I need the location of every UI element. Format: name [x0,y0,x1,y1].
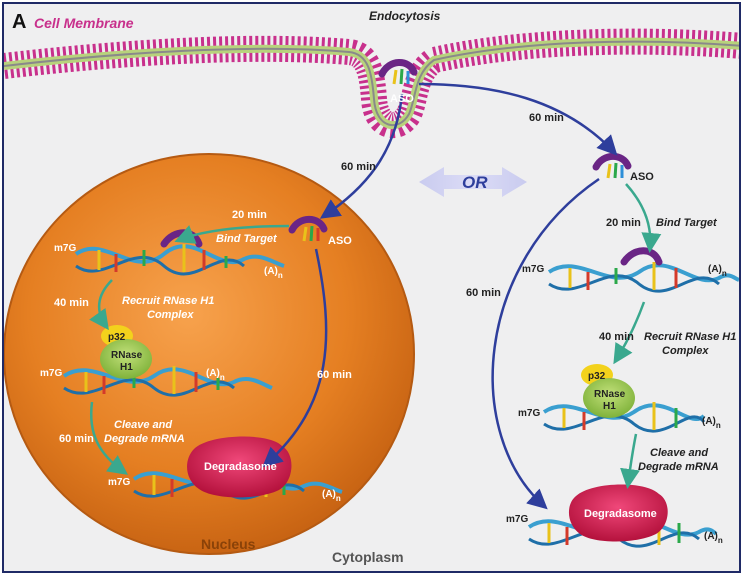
time-label: 40 min [599,331,634,343]
rnase-h1-complex [100,325,152,379]
time-label: 20 min [606,217,641,229]
time-label: 20 min [232,209,267,221]
step-label: Complex [662,345,709,357]
degradasome-label: Degradasome [204,461,277,473]
time-label: 60 min [466,287,501,299]
time-label: 40 min [54,297,89,309]
aso-label: ASO [390,93,414,105]
degradasome [568,484,668,542]
step-label: Recruit RNase H1 [644,331,736,343]
arrow-bind-cyto [625,183,662,253]
arrow-cleave-cyto [620,433,640,489]
arrow-recruit-nucleus [89,279,113,331]
cell-membrane-label: Cell Membrane [34,15,134,31]
poly-a-tail: (A)n (A)n (A)n [206,266,341,503]
blue-arrows [262,82,618,510]
svg-text:(A)n: (A)n [264,266,283,280]
step-label: Bind Target [656,217,718,229]
arrow-bind-nucleus [174,224,290,244]
time-label: 60 min [529,112,564,124]
svg-text:(A)n: (A)n [708,264,727,278]
svg-text:(A)n: (A)n [206,368,225,382]
svg-text:(A)n: (A)n [704,531,723,545]
rnase-label: RNase [594,389,626,400]
degradasome-label: Degradasome [584,508,657,520]
cytoplasm-label: Cytoplasm [332,549,404,565]
nucleus-label: Nucleus [201,536,256,552]
rnase-label: H1 [603,401,616,412]
aso-icon [288,215,328,242]
arrow-recruit-cyto [613,301,646,365]
svg-text:(A)n: (A)n [322,489,341,503]
step-label: Cleave and [114,419,172,431]
mrna-strand [542,402,706,433]
p32-label: p32 [108,332,126,343]
rnase-h1-complex [581,364,635,418]
cap-label: m7G [522,264,544,275]
step-label: Cleave and [650,447,708,459]
p32-label: p32 [588,371,606,382]
step-label: Degrade mRNA [104,433,185,445]
cap-label: m7G [506,514,528,525]
step-label: Degrade mRNA [638,461,719,473]
panel-letter: A [12,11,26,33]
aso-label: ASO [328,235,352,247]
time-label: 60 min [59,433,94,445]
cap-label: m7G [40,368,62,379]
svg-text:(A)n: (A)n [702,416,721,430]
poly-a-tail: (A)n (A)n (A)n [702,264,727,545]
step-label: Bind Target [216,233,278,245]
time-label: 60 min [317,369,352,381]
arrow-cleave-nucleus [89,401,129,475]
mrna-strand [62,366,273,397]
arrow-to-nucleus [319,93,404,219]
endocytosis-label: Endocytosis [369,9,441,23]
diagram-canvas: A Cell Membrane Endocytosis ASO ASO ASO … [4,9,739,565]
rnase-label: RNase [111,350,143,361]
step-label: Complex [147,309,194,321]
step-label: Recruit RNase H1 [122,295,214,307]
arrow-cytoplasm-direct [491,177,600,510]
cap-label: m7G [54,243,76,254]
aso-label: ASO [630,171,654,183]
nucleus [4,153,415,555]
cap-label: m7G [108,477,130,488]
aso-icon [378,59,418,85]
arrow-to-cytoplasm [418,82,618,156]
teal-arrows [89,183,662,489]
cap-label: m7G [518,408,540,419]
aso-icon [592,152,632,179]
arrow-nucleus-direct [262,248,328,468]
or-double-arrow [419,167,527,197]
time-label: 60 min [341,161,376,173]
or-label: OR [462,173,488,192]
cell-membrane [4,28,739,139]
rnase-label: H1 [120,362,133,373]
